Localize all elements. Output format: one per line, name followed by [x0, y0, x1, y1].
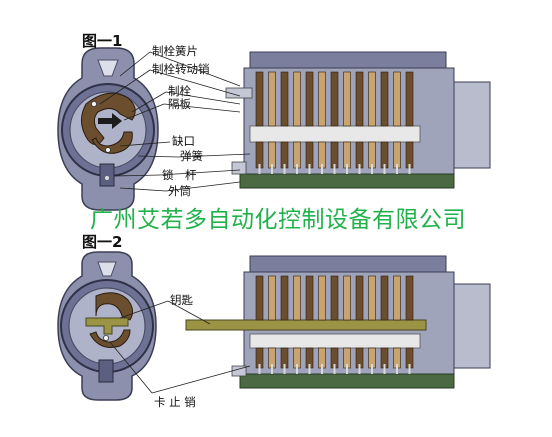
label-stop-pin: 卡 止 销: [154, 395, 196, 409]
label-key: 钥匙: [170, 293, 193, 307]
fig1-base: [239, 173, 455, 189]
label-latch-spring-plate: 制栓簧片: [152, 44, 198, 58]
fig1-tumbler-upper: [355, 71, 364, 127]
fig2-channel: [249, 333, 421, 349]
fig2-tumbler-upper: [305, 275, 314, 321]
fig2-latch: [95, 292, 134, 321]
fig2-tumbler-upper: [355, 275, 364, 321]
fig1-partition-arrow: [98, 113, 122, 129]
fig2-key: [85, 317, 129, 335]
fig2-tumbler-upper: [330, 275, 339, 321]
fig1-tumbler-upper: [368, 71, 376, 127]
fig2-tumbler-upper: [255, 275, 264, 321]
label-notch: 缺口: [172, 134, 195, 148]
fig2-tumbler-upper: [318, 275, 326, 321]
fig1-tumbler-upper: [343, 71, 351, 127]
fig1-tumbler-upper: [293, 71, 301, 127]
fig1-tumbler-upper: [305, 71, 314, 127]
label-partition: 隔板: [168, 97, 191, 111]
fig2-tumbler-upper: [293, 275, 301, 321]
label-latch-rotate-pin: 制栓转动销: [152, 62, 210, 76]
fig2-tumbler-upper: [380, 275, 389, 321]
fig2-casing-top: [249, 255, 447, 273]
fig2-lock-bar-tab: [98, 359, 114, 383]
fig1-end-cap: [453, 81, 491, 169]
fig2-base: [239, 373, 455, 389]
leader-lines: [99, 51, 251, 394]
figure-1-title: 图一1: [82, 32, 123, 50]
fig1-tumbler-stack: [255, 71, 414, 174]
fig2-tumbler-stack: [255, 275, 414, 374]
fig2-tumbler-upper: [368, 275, 376, 321]
fig1-tumbler-upper: [393, 71, 401, 127]
fig1-tumbler-upper: [268, 71, 276, 127]
fig1-tumbler-upper: [405, 71, 414, 127]
label-lock-bar: 锁 杆: [162, 168, 197, 182]
fig1-face-view: [57, 47, 159, 211]
fig2-tumbler-upper: [268, 275, 276, 321]
fig1-tumbler-upper: [318, 71, 326, 127]
fig1-rotate-pin: [91, 101, 98, 108]
fig1-channel: [249, 125, 421, 143]
fig2-end-cap: [453, 283, 491, 369]
fig2-face-view: [57, 251, 157, 401]
fig1-casing-top: [249, 51, 447, 69]
label-outer-cylinder: 外筒: [168, 184, 191, 198]
label-latch: 制栓: [168, 84, 191, 98]
figure-2-title: 图一2: [82, 233, 123, 251]
fig1-center-pin: [105, 147, 111, 153]
fig1-tumbler-upper: [330, 71, 339, 127]
fig1-tumbler-upper: [280, 71, 289, 127]
company-watermark: 广州艾若多自动化控制设备有限公司: [90, 207, 466, 233]
fig2-stop-pin: [103, 334, 110, 341]
fig2-inserted-key: [185, 319, 427, 331]
fig2-tumbler-upper: [393, 275, 401, 321]
fig1-latch-lower: [91, 131, 133, 154]
fig1-lock-bar-tab: [99, 163, 115, 187]
fig2-tumbler-upper: [343, 275, 351, 321]
fig1-tumbler-upper: [380, 71, 389, 127]
fig2-tumbler-upper: [280, 275, 289, 321]
fig1-tumbler-upper: [255, 71, 264, 127]
label-spring: 弹簧: [180, 149, 203, 163]
fig2-tumbler-upper: [405, 275, 414, 321]
